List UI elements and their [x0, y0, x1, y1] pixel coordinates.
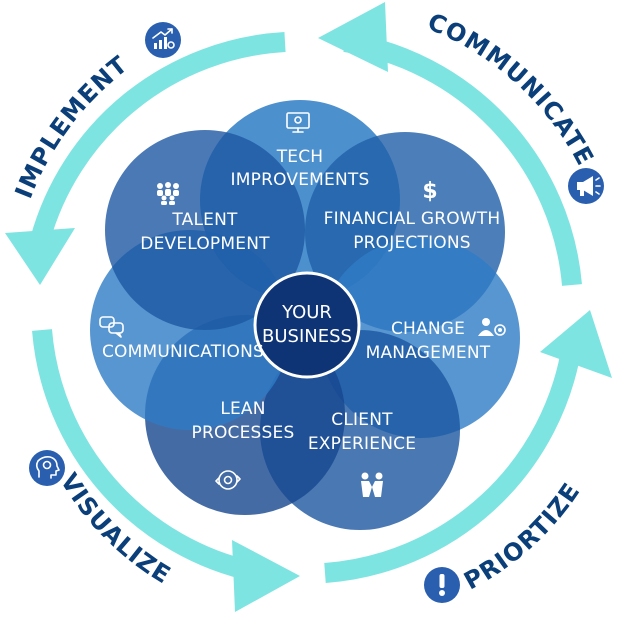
exclamation-icon — [424, 567, 460, 603]
dollar-icon: $ — [422, 179, 437, 204]
speech-bubbles-icon — [99, 316, 124, 338]
petal-circles — [90, 100, 520, 530]
cycle-arrows — [5, 2, 612, 612]
petal-client-line2: EXPERIENCE — [308, 434, 416, 454]
center-line1: YOUR — [281, 302, 332, 323]
petal-financial-line2: PROJECTIONS — [353, 233, 471, 253]
gear-cycle-icon — [215, 470, 241, 490]
petal-lean-line2: PROCESSES — [192, 423, 295, 443]
petal-communications-line1: COMMUNICATIONS — [102, 342, 264, 362]
monitor-gear-icon — [286, 112, 310, 133]
ring-label-prioritize: PRIORTIZE — [459, 477, 585, 595]
arrow-prioritize-segment — [324, 343, 582, 583]
arrow-head-left — [5, 228, 75, 285]
svg-text:$: $ — [422, 179, 437, 204]
arrow-visualize-segment — [32, 329, 258, 582]
petal-talent-line2: DEVELOPMENT — [140, 234, 270, 254]
petal-client-line1: CLIENT — [331, 410, 393, 430]
head-gear-icon — [29, 450, 65, 486]
petal-labels: TECH IMPROVEMENTS FINANCIAL GROWTH PROJE… — [102, 147, 500, 454]
petal-change-line1: CHANGE — [391, 319, 465, 339]
arrow-head-top — [318, 2, 388, 72]
petal-lean-line1: LEAN — [220, 399, 265, 419]
petal-tech-line1: TECH — [276, 147, 324, 167]
arrow-implement-segment — [30, 32, 286, 243]
arrow-head-right — [540, 310, 612, 378]
arrow-communicate-segment — [343, 32, 582, 286]
arrow-head-bottom — [232, 540, 300, 612]
petal-tech-line2: IMPROVEMENTS — [231, 170, 370, 190]
center-hub: YOUR BUSINESS — [253, 271, 361, 379]
center-line2: BUSINESS — [262, 326, 352, 347]
handshake-icon — [361, 472, 383, 497]
people-gear-icon — [478, 318, 506, 336]
petal-talent-line1: TALENT — [171, 210, 238, 230]
petal-change-line2: MANAGEMENT — [366, 343, 491, 363]
team-icon — [157, 182, 179, 205]
petal-circle-talent — [105, 130, 305, 330]
petal-financial-line1: FINANCIAL GROWTH — [324, 209, 501, 229]
megaphone-icon — [568, 168, 604, 204]
growth-chart-icon — [145, 22, 181, 58]
